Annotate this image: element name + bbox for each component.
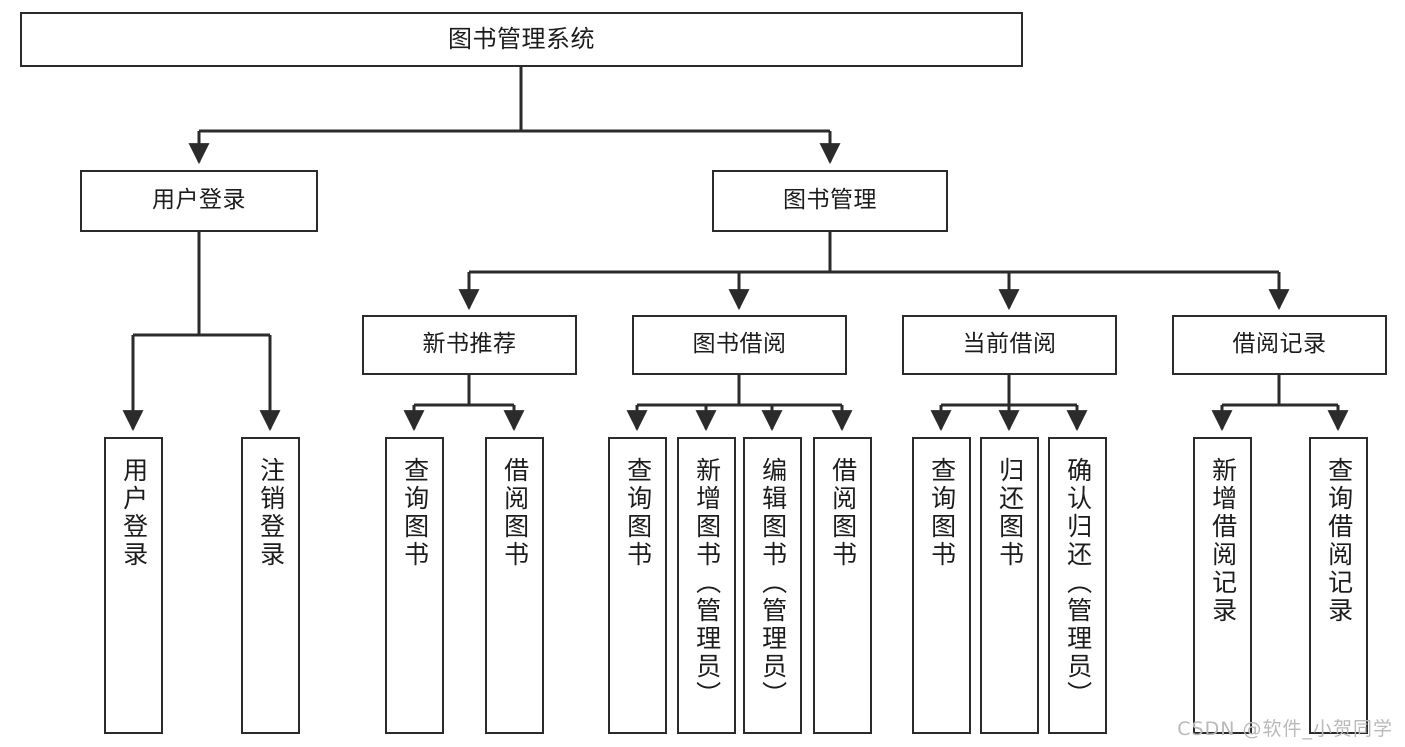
node-label: 归还图书 (995, 457, 1025, 569)
node-label: 新增图书（管理员） (692, 457, 722, 709)
leaf-query-book-current[interactable]: 查询图书 (912, 437, 971, 734)
node-label: 确认归还（管理员） (1063, 457, 1093, 709)
leaf-add-book-admin[interactable]: 新增图书（管理员） (677, 437, 736, 734)
node-label: 查询图书 (927, 457, 957, 569)
leaf-borrow-book[interactable]: 借阅图书 (813, 437, 872, 734)
leaf-confirm-return-admin[interactable]: 确认归还（管理员） (1048, 437, 1107, 734)
node-borrow-record[interactable]: 借阅记录 (1172, 315, 1387, 375)
node-label: 图书管理系统 (448, 25, 595, 54)
watermark: CSDN @软件_小贺同学 (1177, 718, 1393, 740)
leaf-edit-book-admin[interactable]: 编辑图书（管理员） (743, 437, 802, 734)
node-label: 用户登录 (152, 187, 246, 214)
leaf-query-book-recommend[interactable]: 查询图书 (385, 437, 444, 734)
node-label: 图书借阅 (692, 331, 787, 358)
node-root-book-management-system[interactable]: 图书管理系统 (20, 12, 1023, 67)
leaf-borrow-book-recommend[interactable]: 借阅图书 (485, 437, 544, 734)
node-label: 图书管理 (783, 187, 877, 214)
node-user-login[interactable]: 用户登录 (80, 170, 318, 232)
node-book-borrow[interactable]: 图书借阅 (632, 315, 847, 375)
node-label: 查询图书 (400, 457, 430, 569)
node-label: 借阅记录 (1232, 331, 1327, 358)
node-label: 新书推荐 (422, 331, 517, 358)
node-book-management[interactable]: 图书管理 (712, 170, 948, 232)
node-label: 注销登录 (256, 457, 286, 569)
node-label: 借阅图书 (828, 457, 858, 569)
node-label: 查询借阅记录 (1324, 457, 1354, 625)
node-label: 当前借阅 (962, 331, 1057, 358)
leaf-logout-login[interactable]: 注销登录 (241, 437, 300, 734)
node-label: 用户登录 (119, 457, 149, 569)
leaf-add-borrow-record[interactable]: 新增借阅记录 (1193, 437, 1252, 734)
node-label: 编辑图书（管理员） (758, 457, 788, 709)
leaf-query-book-borrow[interactable]: 查询图书 (608, 437, 667, 734)
node-label: 查询图书 (623, 457, 653, 569)
leaf-query-borrow-record[interactable]: 查询借阅记录 (1309, 437, 1368, 734)
leaf-return-book[interactable]: 归还图书 (980, 437, 1039, 734)
node-new-book-recommend[interactable]: 新书推荐 (362, 315, 577, 375)
node-label: 借阅图书 (500, 457, 530, 569)
node-current-borrow[interactable]: 当前借阅 (902, 315, 1117, 375)
node-label: 新增借阅记录 (1208, 457, 1238, 625)
leaf-user-login[interactable]: 用户登录 (104, 437, 163, 734)
